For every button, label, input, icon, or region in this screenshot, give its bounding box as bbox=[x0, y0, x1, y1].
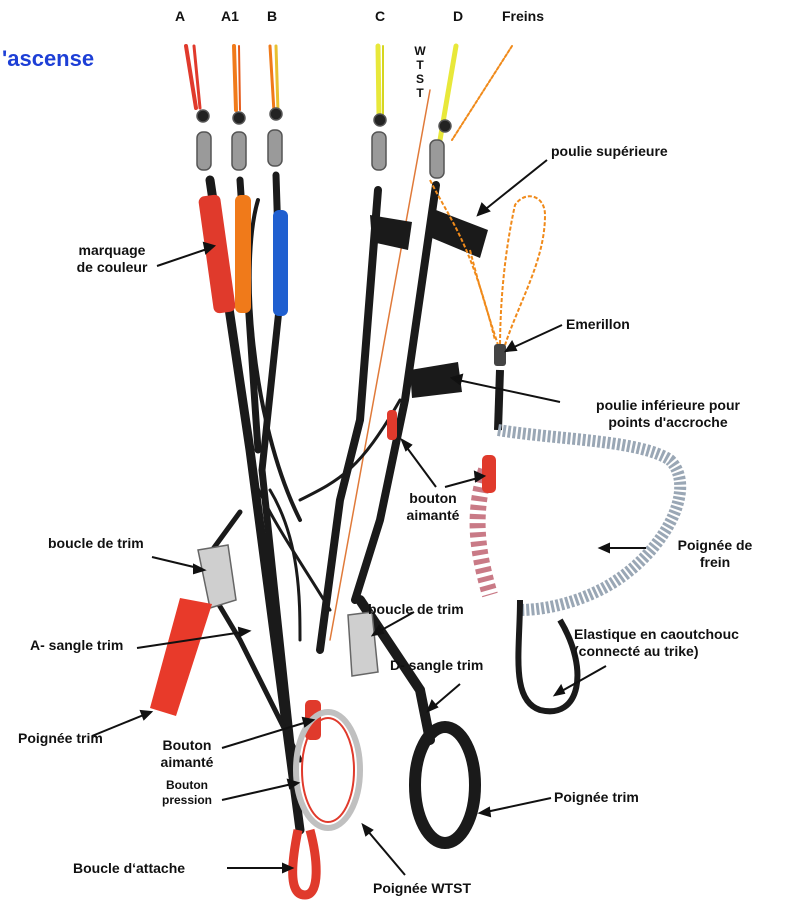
label-a-sangle-trim: A- sangle trim bbox=[30, 637, 123, 654]
label-boucle-trim-mid: boucle de trim bbox=[368, 601, 464, 618]
swivel bbox=[494, 344, 506, 366]
header-c: C bbox=[375, 8, 385, 25]
label-poignee-wtst: Poignée WTST bbox=[373, 880, 471, 897]
header-a1: A1 bbox=[221, 8, 239, 25]
label-boucle-attache: Boucle d‘attache bbox=[73, 860, 185, 877]
label-poulie-inferieure: poulie inférieure pour points d'accroche bbox=[566, 397, 770, 431]
label-bouton-pression: Bouton pression bbox=[148, 778, 226, 808]
label-marquage: marquage de couleur bbox=[50, 242, 174, 276]
header-freins: Freins bbox=[502, 8, 544, 25]
header-b: B bbox=[267, 8, 277, 25]
label-poulie-superieure: poulie supérieure bbox=[551, 143, 668, 160]
page-title: 'ascense bbox=[2, 46, 120, 72]
header-a: A bbox=[175, 8, 185, 25]
label-poignee-frein: Poignée de frein bbox=[648, 537, 782, 571]
wtst-letter: S bbox=[413, 72, 427, 86]
label-d-sangle-trim: D- sangle trim bbox=[390, 657, 483, 674]
label-poignee-trim-right: Poignée trim bbox=[554, 789, 639, 806]
label-emerillon: Emerillon bbox=[566, 316, 630, 333]
label-bouton-aimante-left: Bouton aimanté bbox=[148, 737, 226, 771]
label-bouton-aimante-right: bouton aimanté bbox=[395, 490, 471, 524]
label-boucle-trim-left: boucle de trim bbox=[48, 535, 144, 552]
wtst-letter: T bbox=[413, 86, 427, 100]
magnetic-button-right bbox=[387, 410, 397, 440]
header-d: D bbox=[453, 8, 463, 25]
wtst-vertical-label: W T S T bbox=[413, 44, 427, 100]
label-poignee-trim-left: Poignée trim bbox=[18, 730, 103, 747]
wtst-letter: W bbox=[413, 44, 427, 58]
label-elastique: Elastique en caoutchouc (connecté au tri… bbox=[574, 626, 739, 660]
attach-loop bbox=[293, 830, 316, 895]
wtst-handle bbox=[296, 712, 360, 828]
wtst-letter: T bbox=[413, 58, 427, 72]
brake-line bbox=[430, 180, 545, 350]
maillons bbox=[197, 108, 451, 178]
colour-markings bbox=[198, 194, 288, 316]
